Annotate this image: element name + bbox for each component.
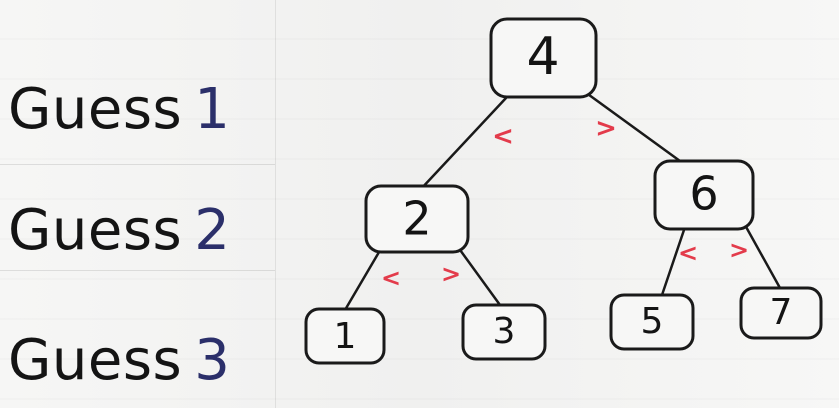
tree-node-left-right: 3 xyxy=(461,303,547,361)
tree-node-root: 4 xyxy=(489,17,598,99)
edge-right-rightchild xyxy=(743,223,782,290)
node-box xyxy=(609,293,695,351)
edge-right-leftchild xyxy=(660,225,687,297)
guess-word: Guess xyxy=(8,328,183,393)
guess-number: 3 xyxy=(194,328,231,393)
comparison-less-root: < xyxy=(492,122,514,152)
node-value: 2 xyxy=(402,192,431,246)
node-box xyxy=(304,307,386,365)
edge-left-leftchild xyxy=(343,245,384,312)
guess-word: Guess xyxy=(8,198,183,263)
guess-word: Guess xyxy=(8,77,183,142)
row-divider xyxy=(0,164,275,165)
edge-left-rightchild xyxy=(453,241,502,307)
node-value: 7 xyxy=(770,292,793,333)
row-divider xyxy=(0,270,275,271)
node-value: 5 xyxy=(641,301,664,342)
node-box xyxy=(461,303,547,361)
guess-number: 2 xyxy=(194,198,231,263)
edge-root-left xyxy=(418,96,508,192)
comparison-less-left: < xyxy=(381,264,401,292)
node-value: 1 xyxy=(334,316,357,357)
node-value: 3 xyxy=(493,311,516,352)
vertical-divider xyxy=(275,0,276,408)
node-box xyxy=(489,17,598,99)
tree-node-right: 6 xyxy=(653,159,755,231)
node-value: 4 xyxy=(526,27,559,87)
tree-node-left-left: 1 xyxy=(304,307,386,365)
comparison-greater-left: > xyxy=(441,260,461,288)
node-box xyxy=(739,286,823,340)
tree-node-left: 2 xyxy=(364,184,470,254)
comparison-greater-root: > xyxy=(595,114,617,144)
node-box xyxy=(364,184,470,254)
edge-root-right xyxy=(583,90,682,163)
comparison-greater-right: > xyxy=(729,236,749,264)
node-box xyxy=(653,159,755,231)
tree-node-right-left: 5 xyxy=(609,293,695,351)
tree-node-right-right: 7 xyxy=(739,286,823,340)
comparison-less-right: < xyxy=(678,239,698,267)
node-value: 6 xyxy=(689,167,718,221)
guess-number: 1 xyxy=(194,77,231,142)
